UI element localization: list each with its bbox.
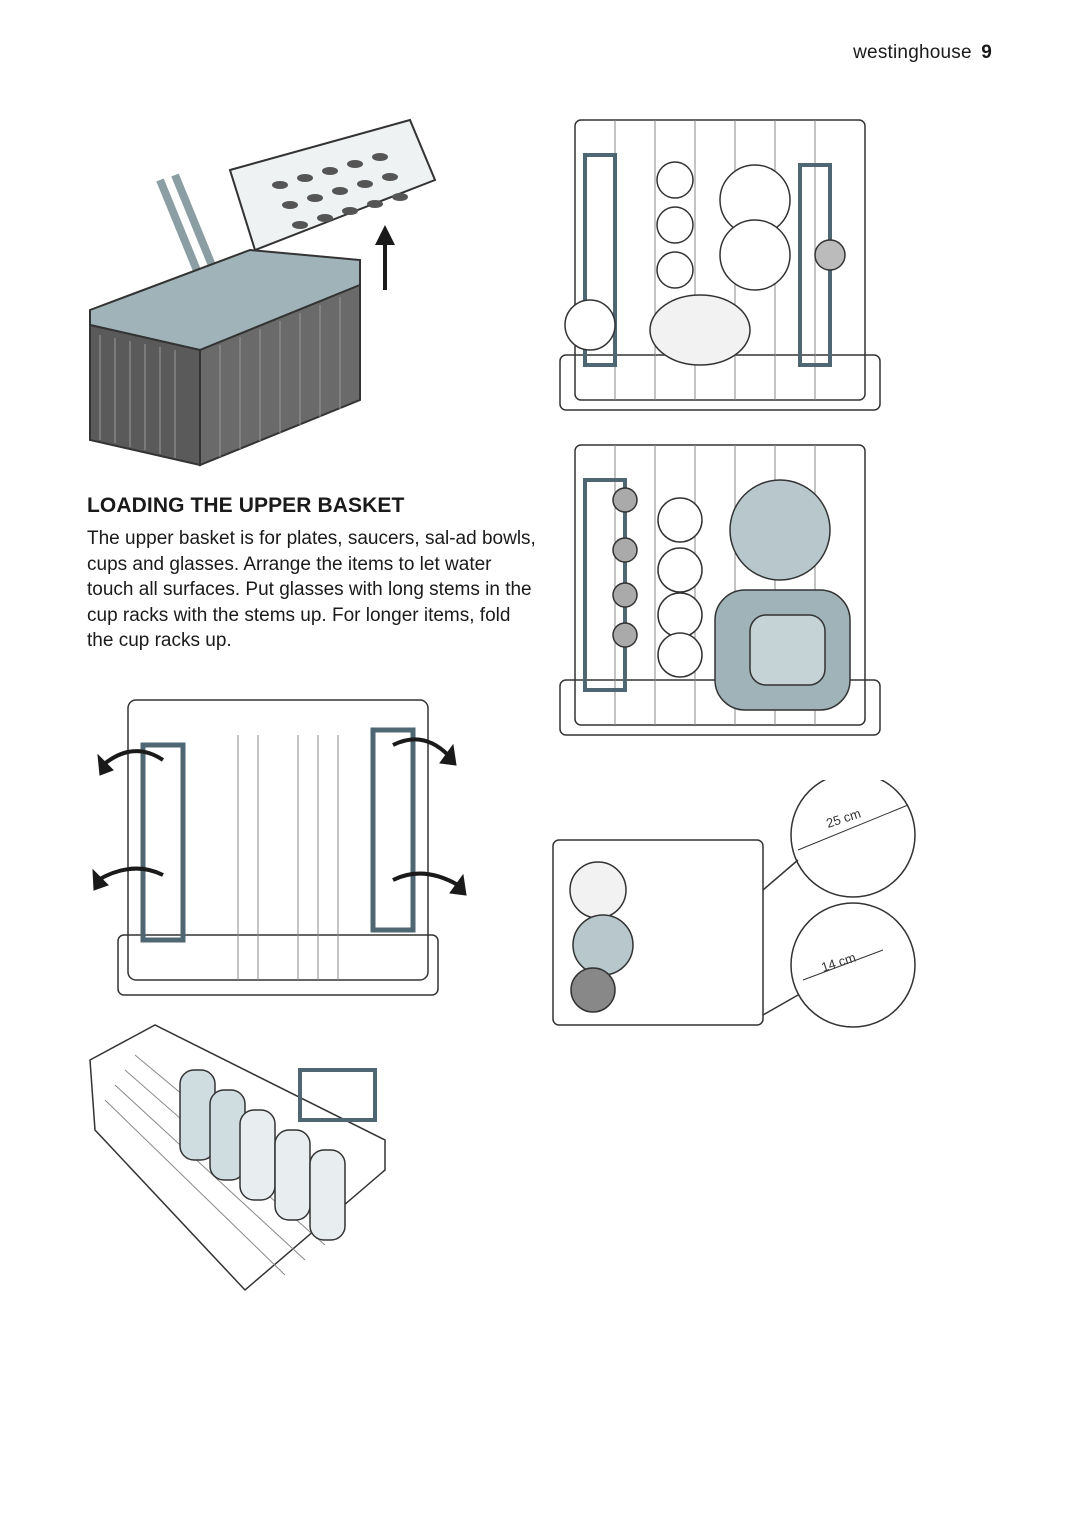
upper-basket-fold-racks-illustration bbox=[88, 695, 468, 1015]
plate-size-illustration: 25 cm 14 cm bbox=[548, 780, 948, 1030]
cutlery-basket-icon bbox=[89, 118, 437, 467]
arrow-up-icon bbox=[375, 225, 395, 290]
page-header: westinghouse 9 bbox=[853, 42, 992, 64]
glasses-cup-rack-illustration bbox=[85, 1020, 405, 1295]
section-title: LOADING THE UPPER BASKET bbox=[87, 494, 405, 517]
section-body: The upper basket is for plates, saucers,… bbox=[87, 528, 536, 651]
page-number: 9 bbox=[981, 42, 992, 63]
fold-arrow-icon bbox=[92, 737, 467, 896]
upper-basket-loaded-bowls-illustration bbox=[555, 440, 885, 745]
upper-basket-loaded-top-illustration bbox=[555, 115, 885, 415]
brand-name: westinghouse bbox=[853, 42, 972, 63]
cutlery-basket-illustration bbox=[80, 110, 450, 470]
